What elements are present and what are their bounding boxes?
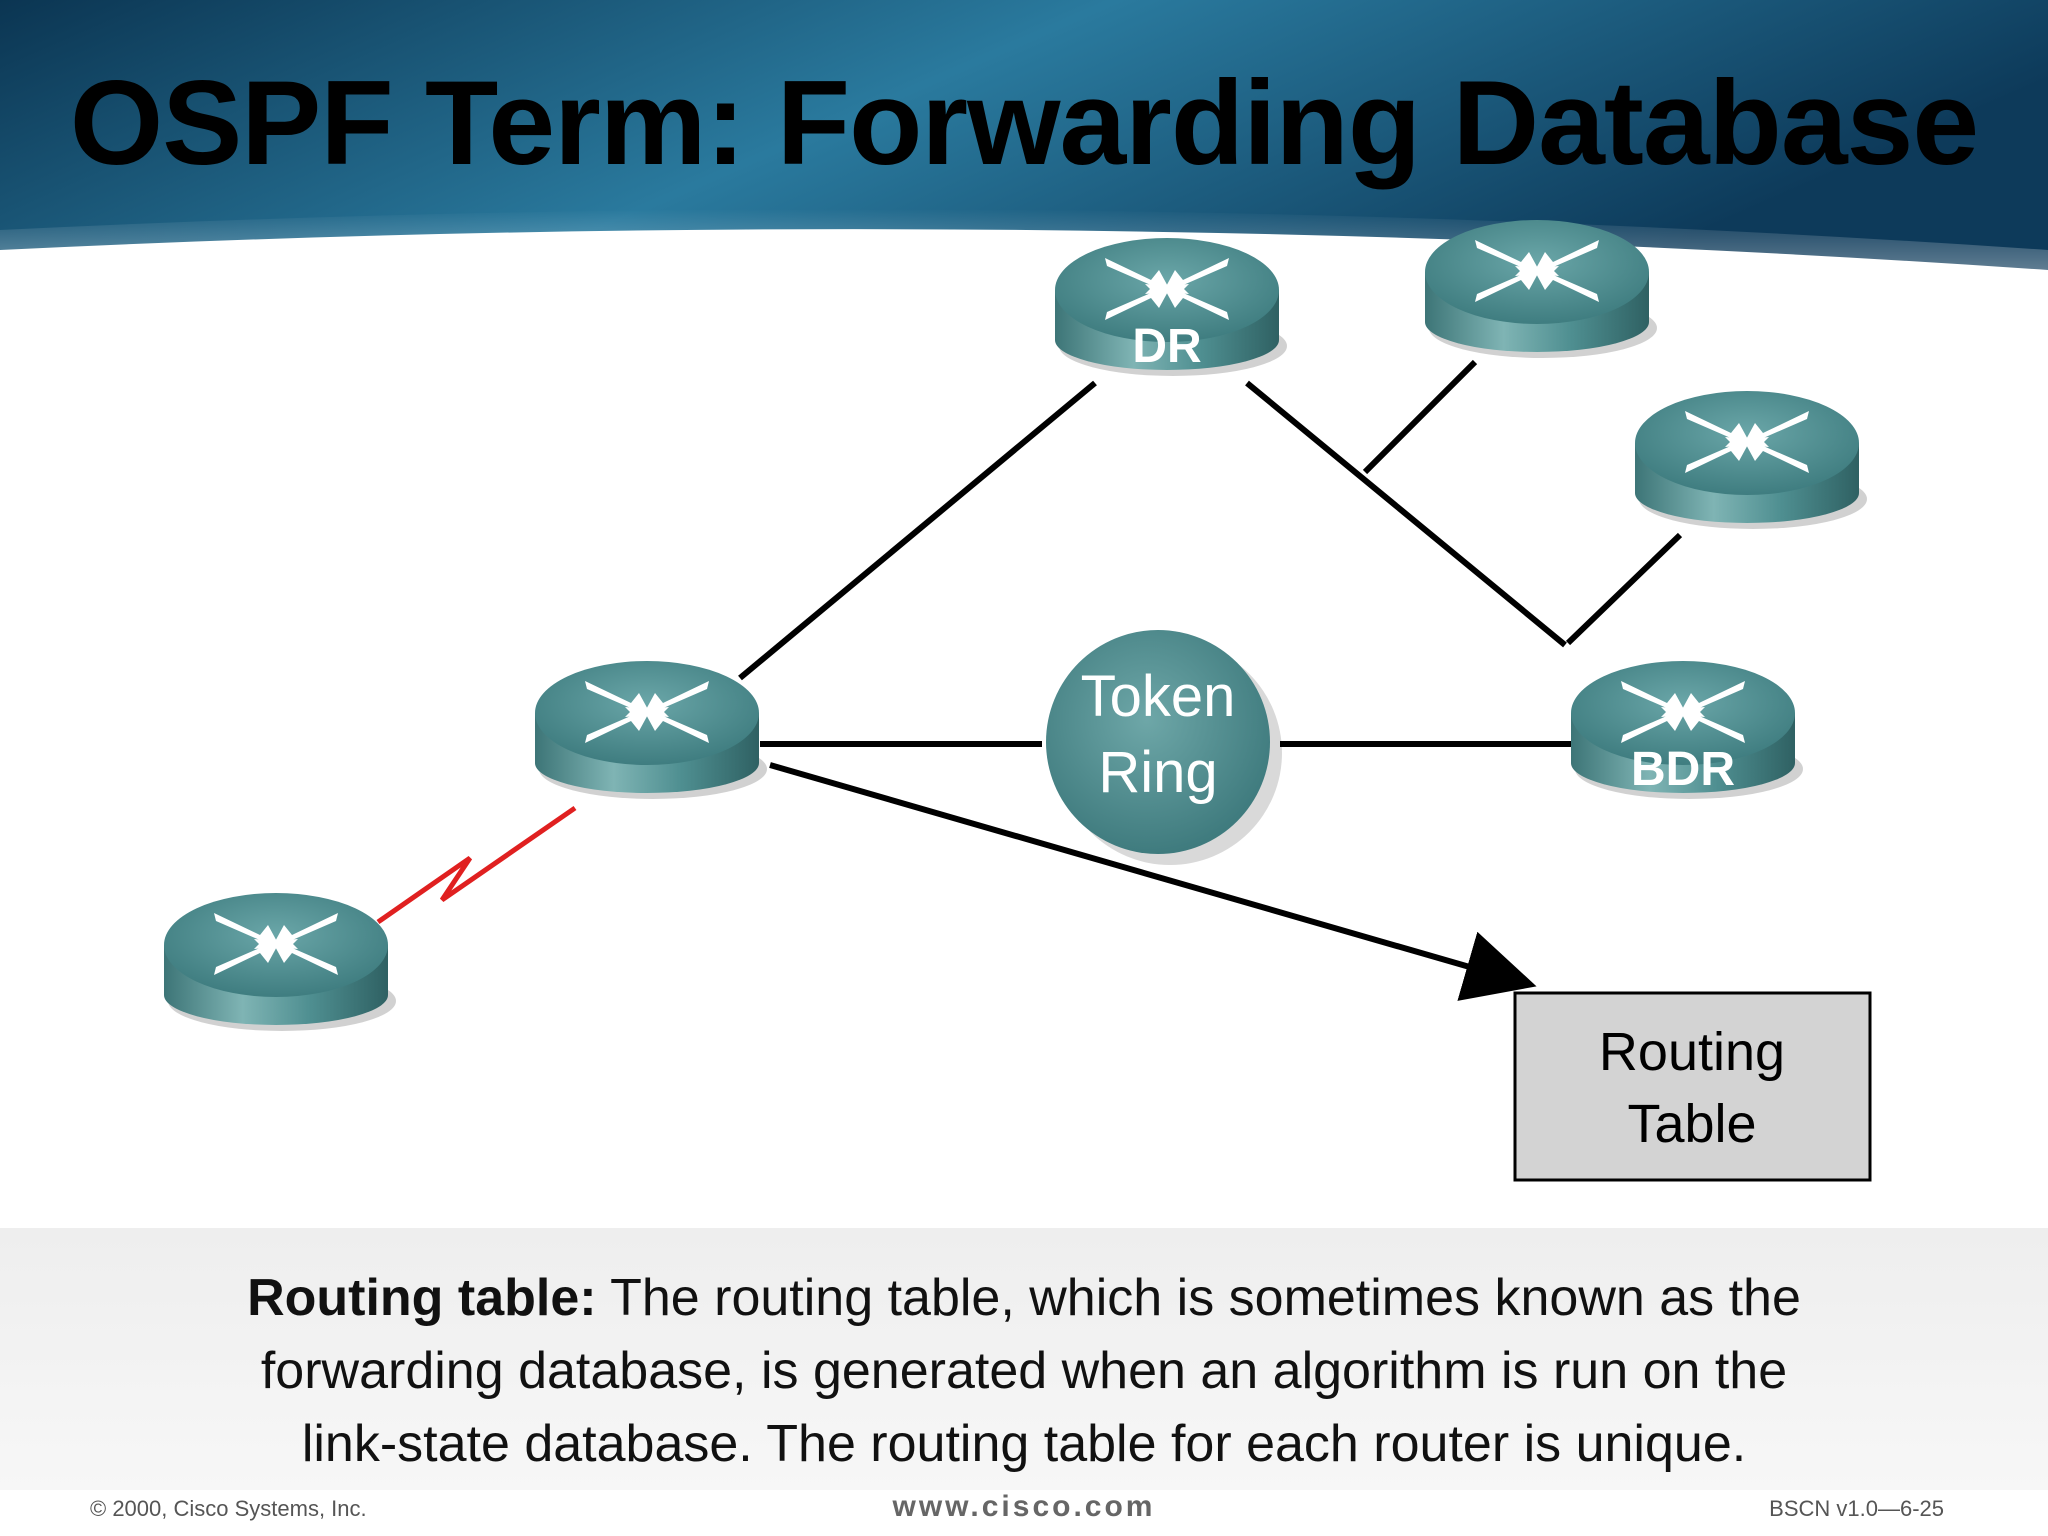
caption-line-1-text: The routing table, which is sometimes kn… xyxy=(596,1269,1801,1327)
router-right xyxy=(1635,391,1867,529)
router-top-right xyxy=(1425,220,1657,358)
routing-table-label-line2: Table xyxy=(1627,1094,1756,1154)
router-bdr-label: BDR xyxy=(1631,743,1735,796)
routing-table-box: Routing Table xyxy=(1513,991,1872,1182)
token-ring-label-line1: Token xyxy=(1081,664,1236,729)
caption-term: Routing table: xyxy=(247,1269,597,1327)
footer-copyright: © 2000, Cisco Systems, Inc. xyxy=(90,1496,367,1521)
routing-table-label-line1: Routing xyxy=(1599,1022,1785,1082)
router-center-left xyxy=(535,661,767,799)
footer-code: BSCN v1.0—6-25 xyxy=(1769,1496,1944,1521)
network-diagram: DR BDR Token Ring Routing Table xyxy=(164,220,1872,1182)
router-remote xyxy=(164,893,396,1031)
token-ring: Token Ring xyxy=(1046,630,1282,865)
caption-line-2: forwarding database, is generated when a… xyxy=(260,1342,1788,1400)
router-bdr: BDR xyxy=(1571,661,1803,799)
caption-panel xyxy=(0,1228,2048,1490)
router-dr-label: DR xyxy=(1132,320,1201,373)
slide-title: OSPF Term: Forwarding Database xyxy=(69,56,1979,190)
caption-line-3: link-state database. The routing table f… xyxy=(301,1415,1747,1473)
network-links xyxy=(738,359,1683,1001)
caption-line-1: Routing table: The routing table, which … xyxy=(100,1262,1948,1335)
router-dr: DR xyxy=(1055,238,1287,376)
caption-text: Routing table: The routing table, which … xyxy=(100,1262,1948,1481)
wan-serial-link xyxy=(376,805,577,925)
footer-website: www.cisco.com xyxy=(892,1490,1156,1523)
token-ring-label-line2: Ring xyxy=(1098,740,1217,805)
